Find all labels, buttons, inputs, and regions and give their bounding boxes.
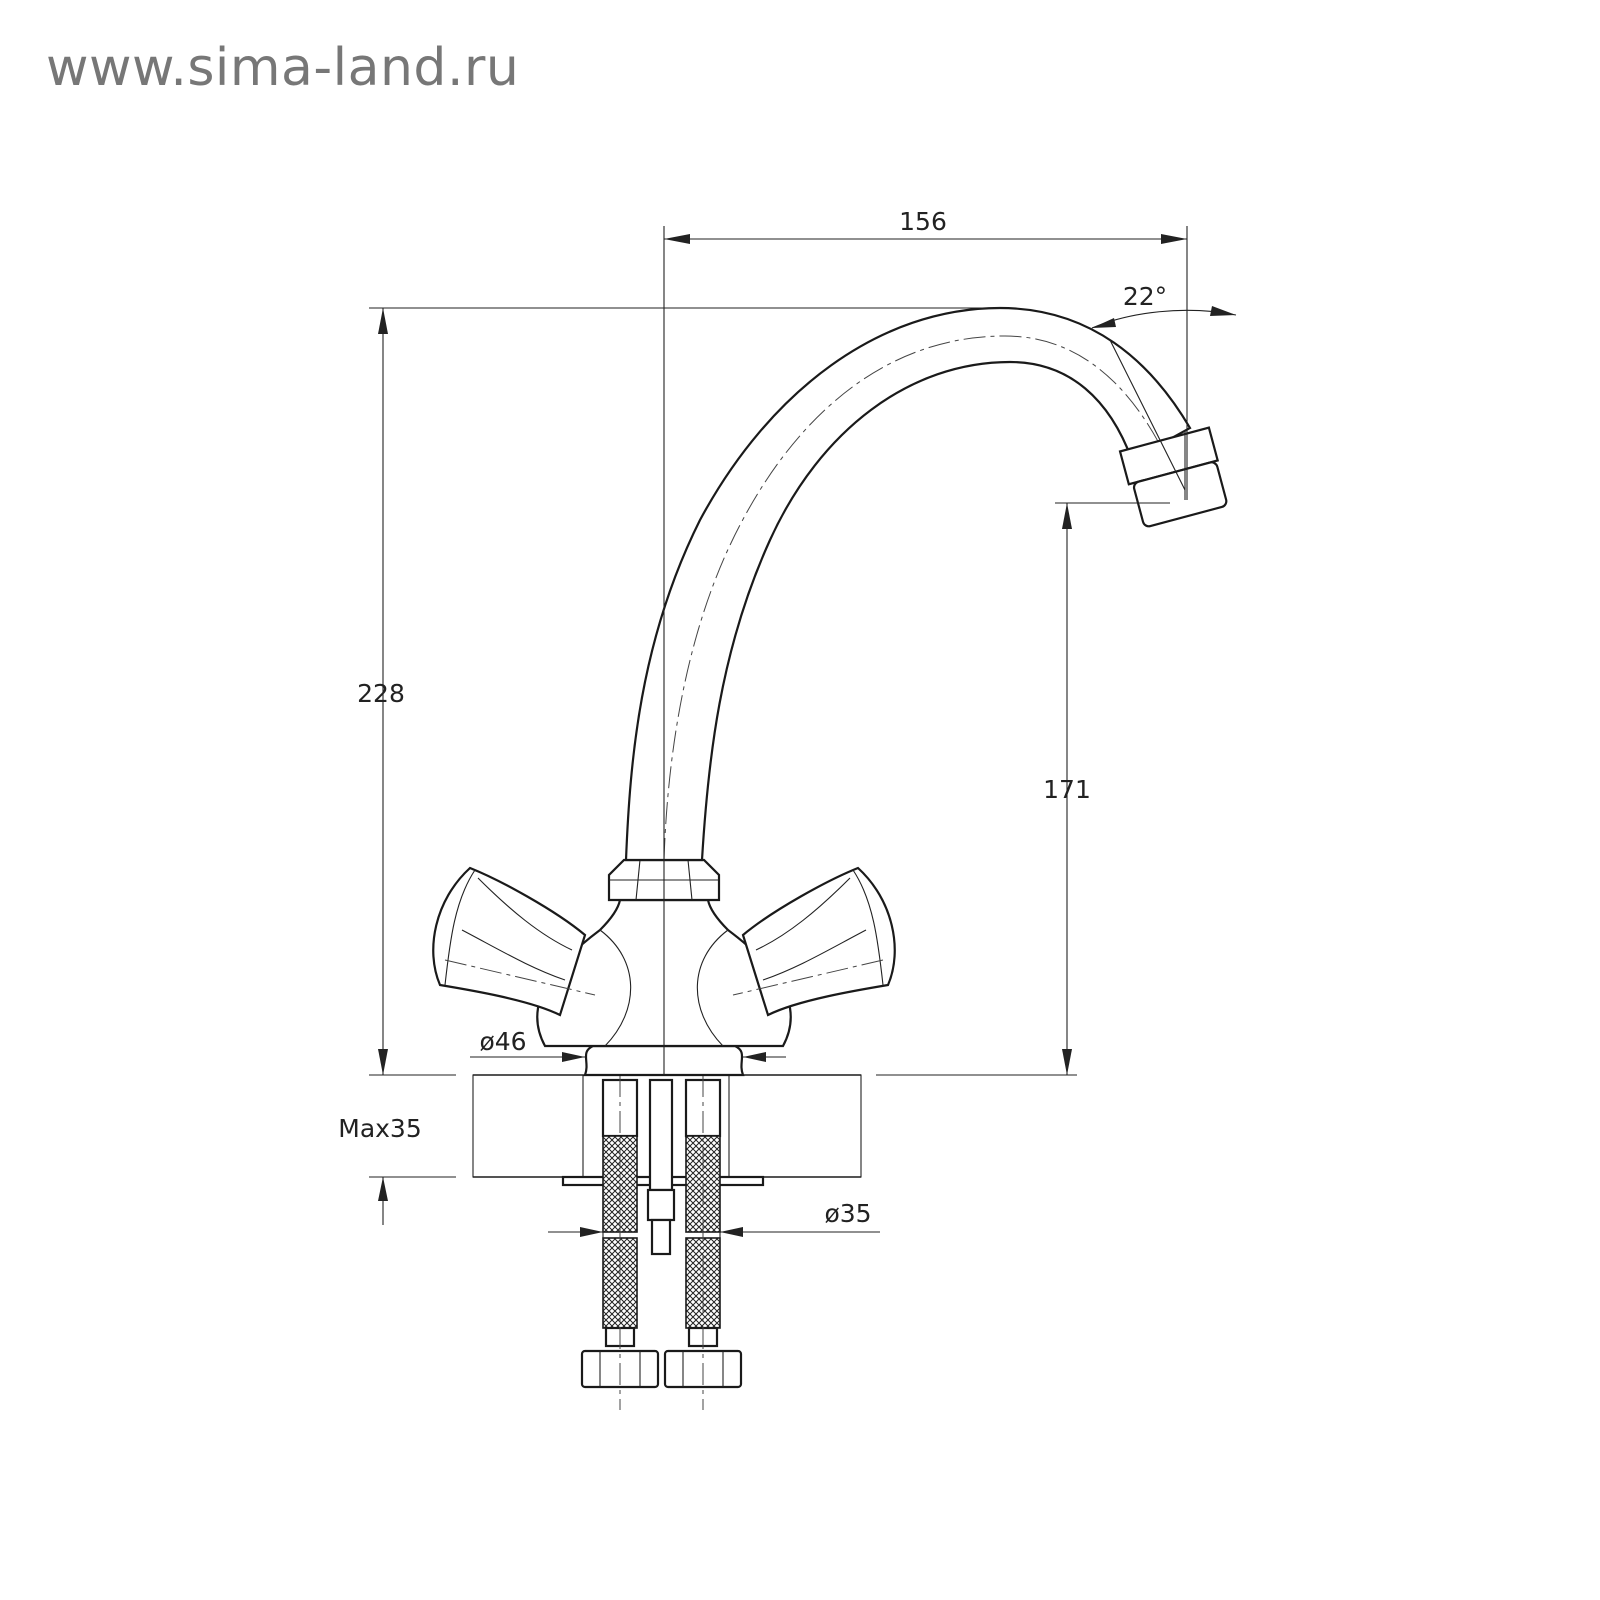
dim-total-height: 228 <box>357 679 405 708</box>
left-handle <box>432 866 596 1017</box>
watermark-text: www.sima-land.ru <box>46 38 520 98</box>
right-handle <box>732 866 896 1017</box>
supply-hoses <box>580 1075 743 1410</box>
spout <box>624 306 1228 862</box>
dim-hole-diameter: ø35 <box>824 1199 871 1228</box>
dim-base-diameter: ø46 <box>479 1027 526 1056</box>
dim-spout-height: 171 <box>1043 775 1091 804</box>
dim-spout-reach: 156 <box>899 207 947 236</box>
dim-spout-angle: 22° <box>1123 282 1167 311</box>
dimension-lines <box>369 226 1237 1240</box>
dim-countertop-max: Max35 <box>338 1114 422 1143</box>
